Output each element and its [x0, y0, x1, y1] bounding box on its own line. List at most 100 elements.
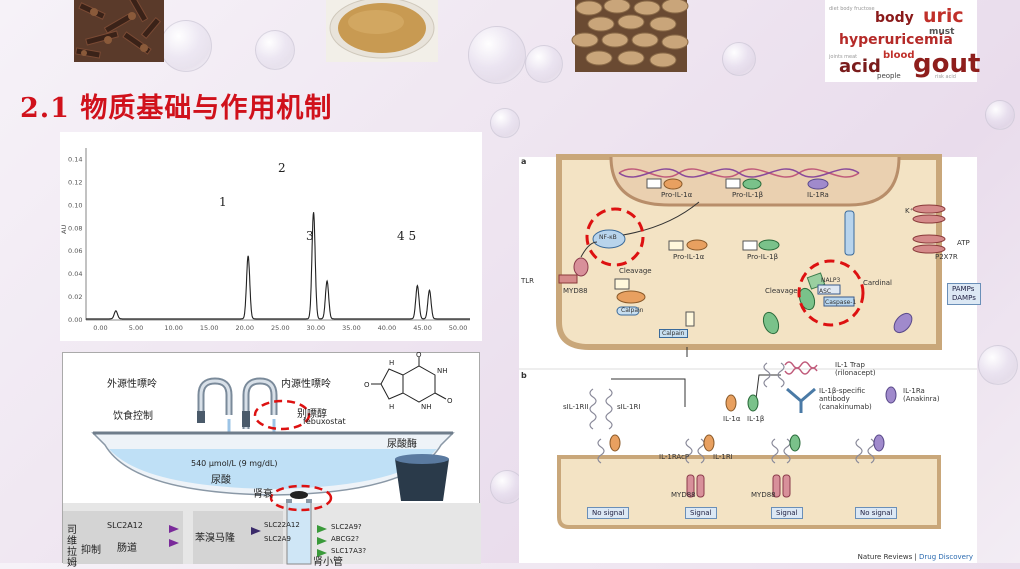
- transporter-slc17a3: SLC17A3?: [331, 547, 367, 555]
- panel-b-label: b: [521, 371, 527, 380]
- atp-label: ATP: [957, 239, 970, 247]
- y-tick-label: 0.00: [68, 316, 82, 324]
- svg-text:O: O: [416, 351, 422, 359]
- il1b-label: IL-1β: [747, 415, 765, 423]
- pro-il1b-cyto: Pro-IL-1β: [747, 253, 779, 261]
- anakinra-label: (Anakinra): [903, 395, 940, 403]
- sevelamer-label: 司维拉姆: [67, 525, 77, 569]
- exogenous-purine: 外源性嘌呤: [107, 379, 157, 390]
- word-hyperuricemia: hyperuricemia: [839, 32, 953, 48]
- canakinumab-label: (canakinumab): [819, 403, 872, 411]
- peak-label-2: 2: [278, 161, 286, 175]
- x-tick-label: 50.00: [449, 324, 468, 332]
- chromatogram-trace: [86, 212, 470, 320]
- x-tick-label: 5.00: [129, 324, 143, 332]
- urate-level: 540 μmol/L (9 mg/dL): [191, 459, 278, 468]
- y-tick-label: 0.12: [68, 178, 82, 186]
- decor-bubble: [985, 100, 1015, 130]
- uricase: 尿酸酶: [387, 439, 417, 450]
- x-tick-label: 35.00: [342, 324, 361, 332]
- sil1ri-label: sIL-1RI: [617, 403, 641, 411]
- myd88-b2-label: MYD88: [751, 491, 776, 499]
- il1a-label: IL-1α: [723, 415, 741, 423]
- decor-bubble: [978, 345, 1018, 385]
- svg-text:joints meat: joints meat: [828, 54, 857, 60]
- il1-trap-label: IL-1 Trap: [835, 361, 865, 369]
- powder-photo: [326, 0, 438, 62]
- peak-label-45: 4 5: [397, 229, 416, 243]
- svg-text:diet body fructose: diet body fructose: [829, 6, 875, 12]
- transporter-slc2a9: SLC2A9: [264, 535, 291, 543]
- peak-label-3: 3: [306, 229, 314, 243]
- decor-bubble: [160, 20, 212, 72]
- cleavage-label: Cleavage: [619, 267, 652, 275]
- word-cloud: diet body fructose joints meat risk acid u…: [825, 0, 980, 82]
- transporter-slc22a12: SLC22A12: [264, 521, 300, 529]
- decor-bubble: [468, 26, 526, 84]
- diet-control: 饮食控制: [113, 411, 153, 422]
- signal-box-2: Signal: [771, 507, 803, 519]
- intestine-label: 肠道: [117, 543, 137, 554]
- svg-text:H: H: [389, 403, 394, 411]
- tablets-photo: [571, 0, 689, 72]
- x-tick-label: 25.00: [271, 324, 290, 332]
- nalp3-label: NALP3: [821, 277, 841, 284]
- word-people: people: [877, 72, 901, 80]
- calpain-label-2: Calpain: [659, 329, 688, 338]
- pro-il1b-nucleus: Pro-IL-1β: [732, 191, 764, 199]
- transporter-slc2a12: SLC2A12: [107, 521, 143, 530]
- no-signal-box-1: No signal: [587, 507, 630, 519]
- febuxostat: febuxostat: [303, 417, 346, 426]
- pro-il1a-cyto: Pro-IL-1α: [673, 253, 705, 261]
- svg-text:O: O: [447, 397, 453, 405]
- peak-label-1: 1: [219, 195, 227, 209]
- cleavage-label-2: Cleavage: [765, 287, 798, 295]
- y-tick-label: 0.08: [68, 224, 82, 232]
- il1racp-label: IL-1RAcP: [659, 453, 690, 461]
- transporter-abcg2: ABCG2?: [331, 535, 359, 543]
- y-tick-label: 0.10: [68, 201, 82, 209]
- myd88-label: MYD88: [563, 287, 588, 295]
- decor-bubble: [490, 470, 524, 504]
- antibody-label: antibody: [819, 395, 850, 403]
- svg-text:NH: NH: [421, 403, 432, 411]
- pro-il1a-nucleus: Pro-IL-1α: [661, 191, 693, 199]
- signal-box-1: Signal: [685, 507, 717, 519]
- tlr-label: TLR: [521, 277, 535, 285]
- source-credit: Nature Reviews | Drug Discovery: [857, 553, 973, 561]
- svg-text:H: H: [389, 359, 394, 367]
- kidney-label: 肾衰: [253, 489, 273, 500]
- x-tick-label: 40.00: [378, 324, 397, 332]
- endogenous-purine: 内源性嘌呤: [281, 379, 331, 390]
- y-tick-label: 0.02: [68, 293, 82, 301]
- x-tick-label: 15.00: [200, 324, 219, 332]
- il1ra-b-label: IL-1Ra: [903, 387, 925, 395]
- il1b-antibody-label: IL-1β-specific: [819, 387, 866, 395]
- word-uric: uric: [923, 5, 964, 27]
- slide-title: 2.1 物质基础与作用机制: [20, 93, 333, 124]
- transporter-slc2a9q: SLC2A9?: [331, 523, 362, 531]
- benzbromarone: 苯溴马隆: [195, 533, 235, 544]
- x-tick-label: 20.00: [235, 324, 254, 332]
- cardinal-label: Cardinal: [863, 279, 892, 287]
- decor-bubble: [525, 45, 563, 83]
- word-acid: acid: [839, 56, 881, 77]
- no-signal-box-2: No signal: [855, 507, 898, 519]
- word-blood: blood: [883, 50, 914, 61]
- y-tick-label: 0.04: [68, 270, 82, 278]
- tubule-label: 肾小管: [313, 557, 343, 568]
- nature-reviews-label: Nature Reviews: [857, 553, 913, 561]
- p2x7r-label: P2X7R: [935, 253, 958, 261]
- decor-bubble: [255, 30, 295, 70]
- panel-a-label: a: [521, 157, 527, 166]
- il1-pathway-figure: a Pro-IL-1α Pro-IL-1β IL-1Ra NF-κB Pro-I…: [519, 154, 981, 563]
- svg-text:risk acid: risk acid: [935, 74, 956, 80]
- allopurinol: 别嘌醇: [297, 409, 327, 420]
- svg-text:NH: NH: [437, 367, 448, 375]
- uric-acid-label: 尿酸: [211, 475, 231, 486]
- x-tick-label: 45.00: [413, 324, 432, 332]
- word-body: body: [875, 10, 914, 26]
- il1ra-nucleus: IL-1Ra: [807, 191, 829, 199]
